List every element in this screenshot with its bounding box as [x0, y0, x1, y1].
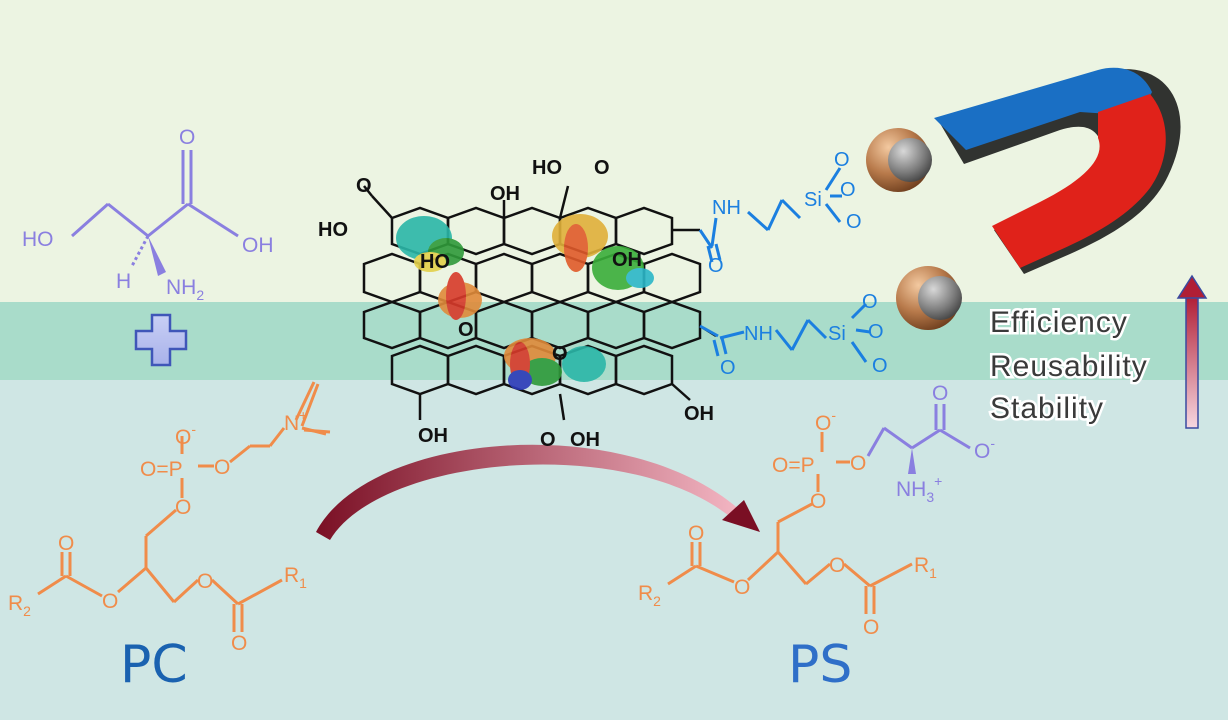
ps-serine-headgroup [866, 404, 971, 474]
core-oh-bottom-left: OH [418, 425, 448, 447]
ps-o-glycerol: O [810, 490, 826, 513]
background-bottom-band [0, 380, 1228, 720]
ps-carboxyl-o: O [932, 382, 948, 405]
ps-o-ester-left: O [734, 576, 750, 599]
linker-top-o: O [708, 255, 724, 277]
plus-icon [134, 313, 188, 367]
core-cooh-left-o: O [356, 175, 372, 197]
core-ho-inner: HO [420, 251, 450, 273]
serine-ho-label: HO [22, 228, 54, 251]
ps-r2: R2 [638, 582, 661, 609]
pc-phosphate: O=P [140, 458, 183, 481]
core-cooh-top-ho: HO [532, 157, 562, 179]
magnetic-nanoparticle-bottom [896, 266, 962, 330]
serine-molecule [71, 150, 239, 276]
conversion-arrowhead [722, 500, 760, 532]
property-efficiency: Efficiency [990, 306, 1128, 339]
linker-top-nh: NH [712, 197, 741, 219]
pc-molecule [37, 381, 327, 632]
pc-o-link: O [214, 456, 230, 479]
property-stability: Stability [990, 392, 1104, 425]
silane-linker-bottom [699, 302, 871, 363]
linker-bottom-o-a: O [862, 291, 878, 313]
core-oh-bottom-right: OH [684, 403, 714, 425]
enzyme-decoration [396, 214, 654, 390]
ps-o-minus: O- [815, 407, 836, 435]
linker-top-o-c: O [846, 211, 862, 233]
ps-molecule [667, 432, 913, 614]
magnetic-nanoparticle-top [866, 128, 932, 192]
improvement-arrow [1176, 274, 1208, 429]
linker-bottom-si: Si [828, 323, 846, 345]
core-cooh-bottom-o: O [540, 429, 556, 451]
linker-bottom-nh: NH [744, 323, 773, 345]
ps-o-link: O [850, 452, 866, 475]
conversion-arrow [316, 444, 742, 540]
pc-o-carbonyl-left: O [58, 532, 74, 555]
core-cooh-bottom-oh: OH [570, 429, 600, 451]
serine-oh-label: OH [242, 234, 274, 257]
serine-nh2-label: NH2 [166, 276, 204, 303]
linker-bottom-o-c: O [872, 355, 888, 377]
linker-bottom-o-b: O [868, 321, 884, 343]
pc-o-ester-right: O [197, 570, 213, 593]
pc-o-ester-left: O [102, 590, 118, 613]
pc-o-glycerol: O [175, 496, 191, 519]
linker-top-o-a: O [834, 149, 850, 171]
graphene-oxide-core [362, 185, 717, 421]
core-cooh-left-ho: HO [318, 219, 348, 241]
core-oh-inner: OH [612, 249, 642, 271]
ps-o-carbonyl-right: O [863, 616, 879, 639]
linker-top-si: Si [804, 189, 822, 211]
ps-r1: R1 [914, 554, 937, 581]
ps-phosphate: O=P [772, 454, 815, 477]
pc-o-minus: O- [175, 421, 196, 449]
property-reusability: Reusability [990, 350, 1148, 383]
pc-r2: R2 [8, 592, 31, 619]
silane-linker-top [698, 167, 842, 263]
ps-label: PS [788, 635, 852, 695]
ps-nh3-label: NH3+ [896, 473, 942, 505]
horseshoe-magnet-icon [934, 67, 1181, 275]
core-cooh-top-o: O [594, 157, 610, 179]
linker-bottom-o: O [720, 357, 736, 379]
ps-carboxylate-o: O- [974, 435, 995, 463]
background-middle-band [0, 302, 1228, 380]
core-oh-top: OH [490, 183, 520, 205]
pc-r1: R1 [284, 564, 307, 591]
ps-o-ester-right: O [829, 554, 845, 577]
serine-h-label: H [116, 270, 131, 293]
core-epoxide-o-2: O [552, 343, 568, 365]
pc-o-carbonyl-right: O [231, 632, 247, 655]
core-epoxide-o-1: O [458, 319, 474, 341]
serine-carbonyl-o: O [179, 126, 195, 149]
ps-o-carbonyl-left: O [688, 522, 704, 545]
pc-ammonium-n: N+ [284, 407, 307, 435]
pc-label: PC [120, 635, 188, 695]
linker-top-o-b: O [840, 179, 856, 201]
